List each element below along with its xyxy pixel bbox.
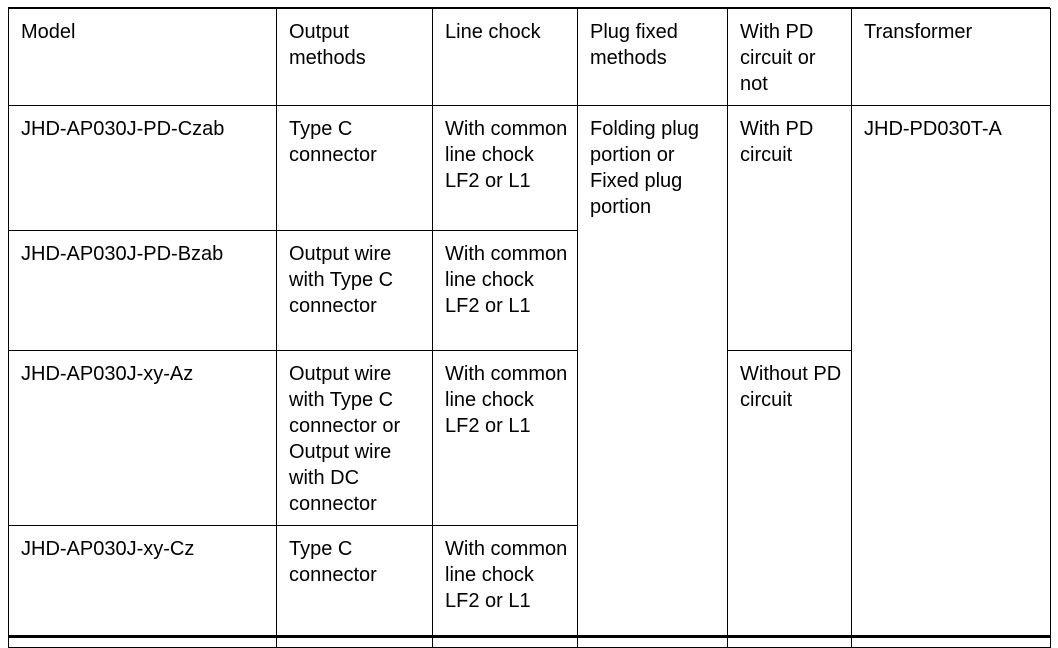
cell-line-chock: With common line chock LF2 or L1 (432, 350, 578, 526)
table-header-row: Model Output methods Line chock Plug fix… (8, 8, 1051, 106)
output-methods-value: Output wire with Type C connector (289, 243, 394, 317)
output-methods-value: Type C connector (289, 538, 377, 586)
header-label-model: Model (21, 21, 76, 43)
column-header-plug-fixed-methods: Plug fixed methods (577, 8, 728, 106)
line-chock-value: With common line chock LF2 or L1 (445, 243, 568, 317)
table-row: JHD-AP030J-xy-Az Output wire with Type C… (8, 350, 1051, 648)
cell-output-methods: Output wire with Type C connector or Out… (276, 350, 433, 526)
header-label-output-methods: Output methods (289, 21, 366, 69)
model-value: JHD-AP030J-PD-Bzab (21, 243, 224, 265)
header-label-transformer: Transformer (864, 21, 973, 43)
column-header-pd-circuit: With PD circuit or not (727, 8, 852, 106)
output-methods-value: Type C connector (289, 118, 377, 166)
column-header-model: Model (8, 8, 277, 106)
cell-model: JHD-AP030J-xy-Cz (8, 525, 277, 648)
model-value: JHD-AP030J-xy-Az (21, 363, 194, 385)
cell-model: JHD-AP030J-PD-Bzab (8, 230, 277, 351)
table-bottom-rule (8, 635, 1050, 638)
cell-output-methods: Output wire with Type C connector (276, 230, 433, 351)
cell-line-chock: With common line chock LF2 or L1 (432, 230, 578, 351)
column-header-output-methods: Output methods (276, 8, 433, 106)
cell-pd-circuit-without-merged: Without PD circuit (727, 350, 852, 648)
output-methods-value: Output wire with Type C connector or Out… (289, 363, 401, 515)
table-row: JHD-AP030J-PD-Bzab Output wire with Type… (8, 230, 1051, 351)
cell-output-methods: Type C connector (276, 105, 433, 231)
line-chock-value: With common line chock LF2 or L1 (445, 118, 568, 192)
cell-output-methods: Type C connector (276, 525, 433, 648)
header-label-line-chock: Line chock (445, 21, 541, 43)
line-chock-value: With common line chock LF2 or L1 (445, 363, 568, 437)
model-value: JHD-AP030J-xy-Cz (21, 538, 195, 560)
line-chock-value: With common line chock LF2 or L1 (445, 538, 568, 612)
header-label-pd-circuit: With PD circuit or not (740, 21, 816, 95)
cell-model: JHD-AP030J-xy-Az (8, 350, 277, 526)
transformer-value: JHD-PD030T-A (864, 118, 1002, 140)
model-value: JHD-AP030J-PD-Czab (21, 118, 225, 140)
table-row: JHD-AP030J-xy-Cz Type C connector With c… (8, 525, 1051, 648)
cell-transformer-merged: JHD-PD030T-A (851, 105, 1051, 648)
cell-plug-fixed-methods-merged: Folding plug portion or Fixed plug porti… (577, 105, 728, 648)
column-header-line-chock: Line chock (432, 8, 578, 106)
cell-line-chock: With common line chock LF2 or L1 (432, 525, 578, 648)
cell-pd-circuit-with-merged: With PD circuit (727, 105, 852, 351)
cell-model: JHD-AP030J-PD-Czab (8, 105, 277, 231)
product-specification-table: Model Output methods Line chock Plug fix… (8, 8, 1051, 648)
column-header-transformer: Transformer (851, 8, 1051, 106)
cell-line-chock: With common line chock LF2 or L1 (432, 105, 578, 231)
pd-circuit-value-with: With PD circuit (740, 118, 814, 166)
header-label-plug-fixed-methods: Plug fixed methods (590, 21, 678, 69)
table-row: JHD-AP030J-PD-Czab Type C connector With… (8, 105, 1051, 648)
plug-fixed-methods-value: Folding plug portion or Fixed plug porti… (590, 118, 699, 218)
pd-circuit-value-without: Without PD circuit (740, 363, 842, 411)
